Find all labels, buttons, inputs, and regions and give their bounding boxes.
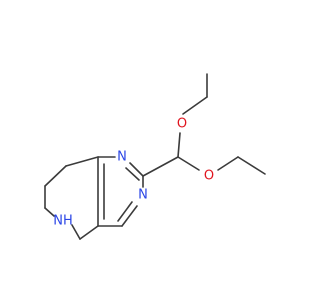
bond-c5-c4a [79, 225, 99, 240]
bond-ch-o-lower [177, 156, 200, 171]
bond-n-c5 [71, 224, 81, 240]
atom-n-ring-lower: N [138, 188, 148, 203]
bond-layer [44, 73, 266, 240]
atom-label-layer: O O N N NH [53, 117, 214, 229]
bond-c6-n [44, 207, 55, 217]
bond-o-lower-ch2 [217, 156, 239, 171]
bond-n1-c2-inner [125, 167, 140, 181]
atom-nh: NH [53, 214, 73, 229]
bond-n3-c4 [121, 205, 138, 227]
bond-ch-o-upper [177, 132, 181, 158]
bond-c8-c7 [44, 165, 67, 187]
structure-drawing: O O N N NH [44, 73, 266, 240]
bond-n1-c2 [129, 162, 144, 177]
bond-ch2-ch3-lower [237, 156, 266, 175]
bond-n3-c4-inner [117, 201, 133, 222]
atom-o-upper: O [177, 117, 187, 132]
bond-c2-ch [142, 156, 179, 177]
atom-n-ring-upper: N [117, 150, 127, 165]
molecule-diagram: O O N N NH [44, 73, 266, 240]
atom-o-lower: O [204, 169, 214, 184]
bond-c8a-c8 [65, 156, 99, 167]
bond-o-upper-ch2 [182, 96, 208, 115]
